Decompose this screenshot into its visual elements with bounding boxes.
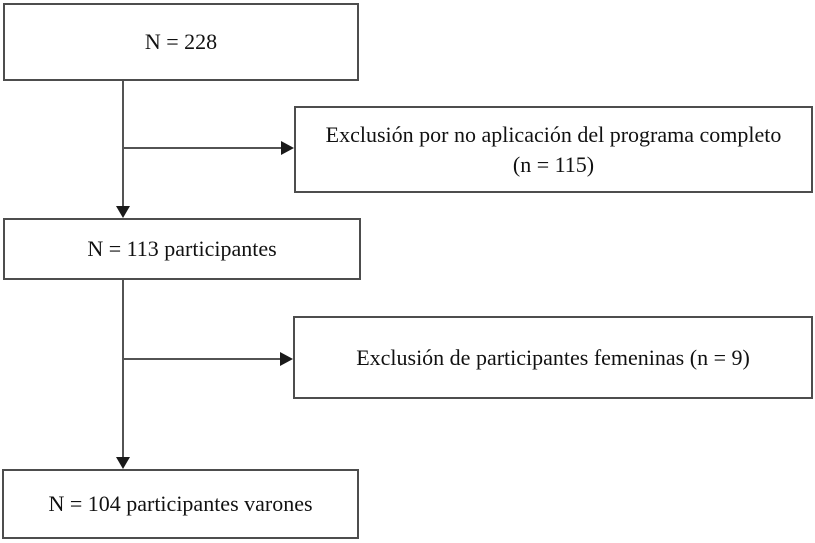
box-exclusion-female: Exclusión de participantes femeninas (n … xyxy=(293,316,813,399)
arrow-right-icon xyxy=(281,141,294,155)
box-initial-label: N = 228 xyxy=(144,29,218,55)
box-exclusion-female-label: Exclusión de participantes femeninas (n … xyxy=(356,344,750,370)
arrow-right-icon xyxy=(280,352,293,366)
box-initial-sample: N = 228 xyxy=(3,3,359,81)
box-final-male: N = 104 participantes varones xyxy=(2,469,359,539)
arrow-down-icon xyxy=(116,206,130,218)
box-exclusion-program: Exclusión por no aplicación del programa… xyxy=(294,106,813,193)
box-participants-label: N = 113 participantes xyxy=(87,236,277,262)
box-exclusion-program-label: Exclusión por no aplicación del programa… xyxy=(325,121,782,177)
arrow-down-icon xyxy=(116,457,130,469)
box-participants: N = 113 participantes xyxy=(3,218,361,280)
box-final-male-label: N = 104 participantes varones xyxy=(48,491,313,517)
